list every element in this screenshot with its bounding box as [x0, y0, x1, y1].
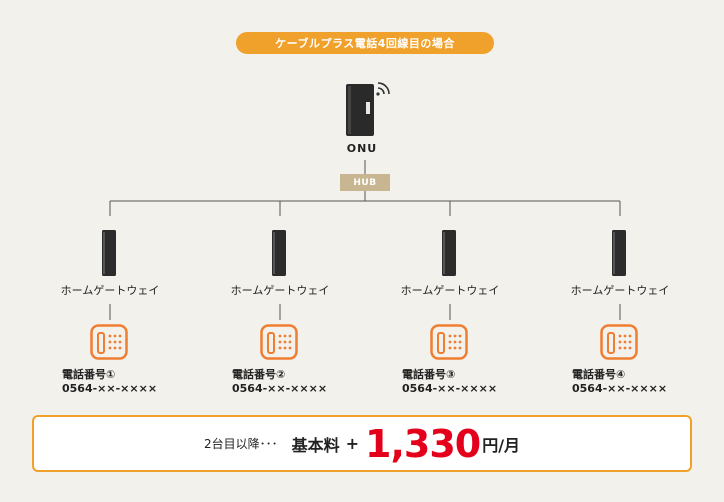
price-lead-text: 2台目以降･･･	[204, 435, 278, 452]
home-gateway-icon	[270, 230, 290, 276]
telephone-icon	[260, 324, 298, 360]
gateway-label: ホームゲートウェイ	[220, 282, 340, 298]
onu-device-icon	[342, 78, 390, 138]
onu-label: ONU	[330, 142, 394, 155]
price-amount: 1,330	[365, 425, 480, 463]
gateway-label: ホームゲートウェイ	[50, 282, 170, 298]
tel-label: 電話番号④	[572, 366, 625, 382]
home-gateway-icon	[610, 230, 630, 276]
telephone-icon	[430, 324, 468, 360]
hub-label: HUB	[340, 174, 390, 191]
price-unit: 円/月	[482, 432, 520, 456]
tel-label: 電話番号①	[62, 366, 115, 382]
tel-number: 0564-××-××××	[62, 382, 157, 395]
telephone-icon	[600, 324, 638, 360]
tel-label: 電話番号③	[402, 366, 455, 382]
tel-number: 0564-××-××××	[402, 382, 497, 395]
price-box: 2台目以降･･･ 基本料 + 1,330 円/月	[32, 415, 692, 472]
plus-sign: +	[346, 434, 359, 453]
gateway-label: ホームゲートウェイ	[560, 282, 680, 298]
base-fee-label: 基本料	[292, 432, 340, 456]
home-gateway-icon	[100, 230, 120, 276]
tel-number: 0564-××-××××	[572, 382, 667, 395]
gateway-label: ホームゲートウェイ	[390, 282, 510, 298]
tel-label: 電話番号②	[232, 366, 285, 382]
tel-number: 0564-××-××××	[232, 382, 327, 395]
home-gateway-icon	[440, 230, 460, 276]
telephone-icon	[90, 324, 128, 360]
